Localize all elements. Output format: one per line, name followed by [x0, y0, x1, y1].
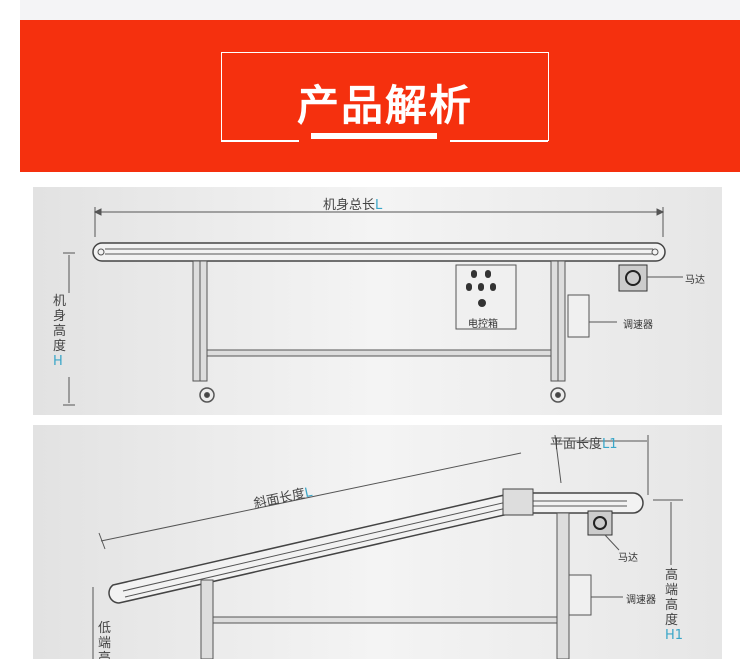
- control-box-label: 电控箱: [468, 319, 498, 330]
- frame-bottom-left: [221, 140, 299, 142]
- low-end-height-label: 低端高: [98, 621, 112, 659]
- incline-conveyor-diagram: 平面长度L1 斜面长度L 马达 调速器 高端高度H1 低端高: [33, 425, 722, 659]
- total-length-label: 机身总长L: [323, 194, 382, 213]
- total-length-text: 机身总长: [323, 198, 376, 213]
- height-label: 机身高度H: [53, 294, 69, 369]
- flat-length-text: 平面长度: [550, 437, 603, 452]
- flat-conveyor-diagram: 机身总长L 机身高度H 电控箱 马达 调速器: [33, 187, 722, 415]
- motor-label: 马达: [685, 275, 705, 286]
- high-end-height-label: 高端高度H1: [665, 568, 684, 643]
- flat-conveyor-drawing: [63, 207, 683, 406]
- flat-length-var: L1: [602, 437, 618, 452]
- section-title: 产品解析: [296, 81, 473, 130]
- height-text: 机身高度: [53, 294, 67, 354]
- speed-controller-label-2: 调速器: [626, 595, 656, 606]
- top-band: [20, 0, 740, 20]
- high-end-height-var: H1: [665, 628, 684, 643]
- incline-conveyor-drawing: [92, 434, 683, 659]
- motor-label-2: 马达: [618, 553, 638, 564]
- frame-bottom-right: [450, 140, 548, 142]
- high-end-height-text: 高端高度: [665, 568, 679, 628]
- title-underline: [311, 133, 437, 139]
- speed-controller-label: 调速器: [623, 320, 653, 331]
- height-var: H: [53, 354, 63, 369]
- title-frame: [221, 52, 549, 141]
- section-banner: 产品解析: [20, 20, 740, 172]
- total-length-var: L: [375, 198, 383, 213]
- flat-length-label: 平面长度L1: [550, 433, 618, 452]
